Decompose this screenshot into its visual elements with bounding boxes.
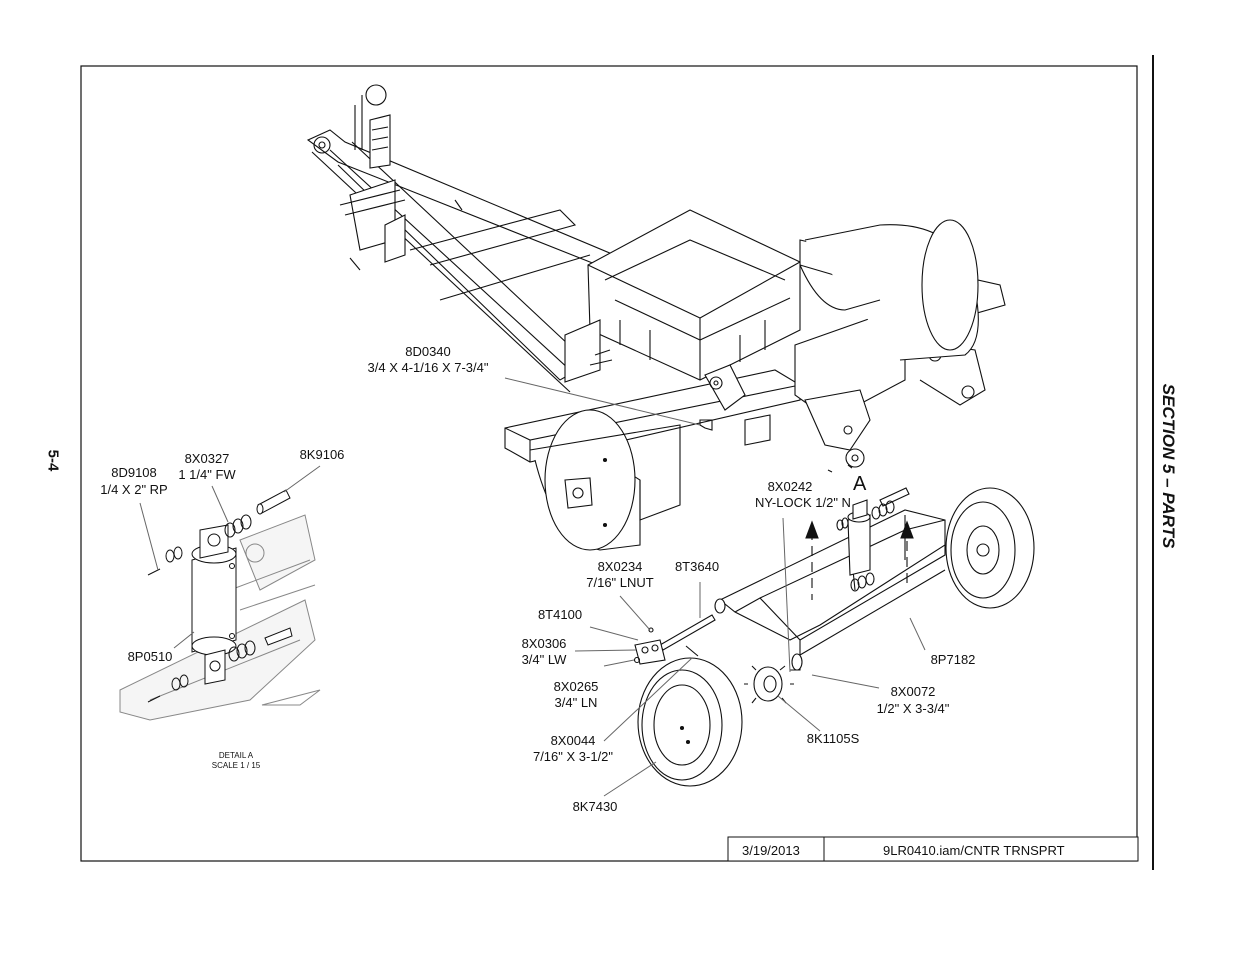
detail-a-view (119, 489, 321, 721)
callout-part: 8P7182 (931, 652, 976, 667)
callout-desc: 1 1/4" FW (178, 467, 236, 482)
callout-part: 8X0306 (522, 636, 567, 651)
callout-part: 8K9106 (300, 447, 345, 462)
callout-part: 8K1105S (807, 731, 860, 746)
callout-desc: 7/16" X 3-1/2" (533, 749, 613, 764)
leader-lines (139, 377, 926, 797)
callout-part: 8T4100 (538, 607, 582, 622)
hitch-tongue-assembly (306, 84, 613, 393)
title-block-date: 3/19/2013 (742, 843, 800, 858)
detail-a-title: DETAIL A (219, 751, 254, 760)
callout-part: 8X0265 (554, 679, 599, 694)
main-frame (504, 209, 1006, 468)
callout-part: 8T3640 (675, 559, 719, 574)
callout-part: 8D0340 (405, 344, 451, 359)
callout-part: 8X0327 (185, 451, 230, 466)
callout-desc: 1/2" X 3-3/4" (877, 701, 950, 716)
callout-part: 8X0242 (768, 479, 813, 494)
callout-part: 8X0044 (551, 733, 596, 748)
title-block-file: 9LR0410.iam/CNTR TRNSPRT (883, 843, 1065, 858)
callout-desc: 3/4 X 4-1/16 X 7-3/4" (368, 360, 489, 375)
title-block (727, 836, 1139, 862)
detail-a-marker: A (853, 473, 867, 495)
callout-part: 8K7430 (573, 799, 618, 814)
callout-part: 8X0072 (891, 684, 936, 699)
callout-part: 8P0510 (128, 649, 173, 664)
callout-part: 8X0234 (598, 559, 643, 574)
callout-desc: 7/16" LNUT (586, 575, 654, 590)
callout-desc: 3/4" LW (522, 652, 568, 667)
callout-desc: 3/4" LN (555, 695, 598, 710)
callout-desc: NY-LOCK 1/2" N (755, 495, 851, 510)
axle-and-wheels (633, 464, 1035, 787)
roller-drums (529, 219, 979, 551)
drawing-border (80, 65, 1138, 862)
callout-desc: 1/4 X 2" RP (100, 482, 167, 497)
detail-a-scale: SCALE 1 / 15 (212, 761, 261, 770)
callout-part: 8D9108 (111, 465, 157, 480)
